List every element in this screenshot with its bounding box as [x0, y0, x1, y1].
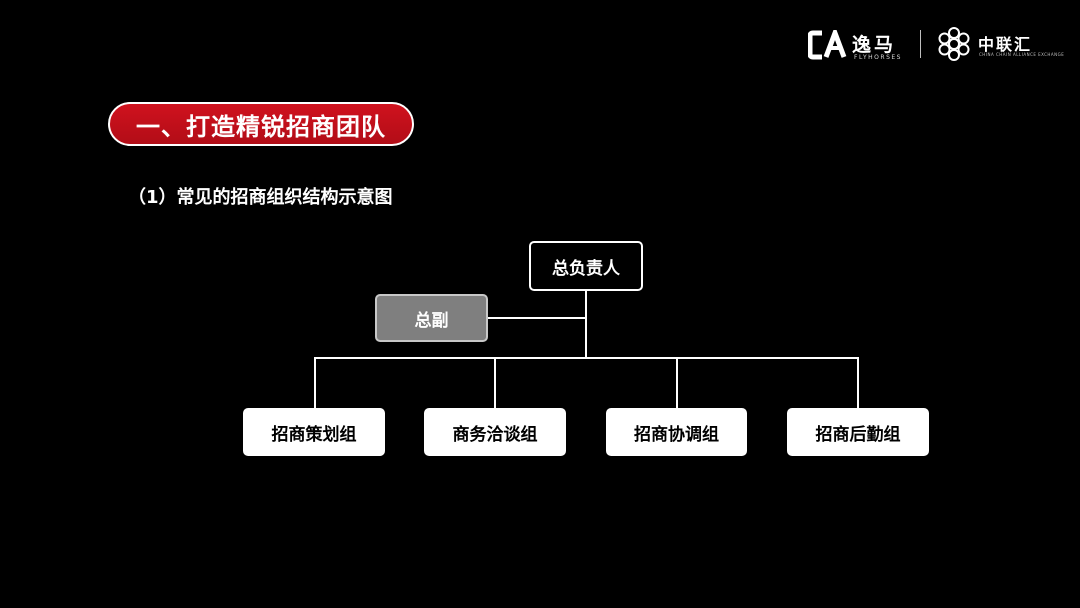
hexagon-cluster-icon: [938, 27, 970, 61]
yima-emblem-icon: [808, 30, 847, 60]
group-4-connector: [857, 357, 859, 408]
deputy-connector: [487, 317, 586, 319]
deputy-node: 总副: [375, 294, 488, 342]
section-subtitle: （1）常见的招商组织结构示意图: [128, 187, 393, 208]
yima-logo-text: 逸马: [852, 34, 897, 56]
group-3-connector: [676, 357, 678, 408]
zhonglianhui-logo: 中联汇 CHINA CHAIN ALLIANCE EXCHANGE: [936, 26, 1064, 62]
zhonglianhui-logo-text: 中联汇: [978, 35, 1033, 54]
group-2-connector: [494, 357, 496, 408]
group-node: 商务洽谈组: [424, 408, 566, 456]
group-node: 招商后勤组: [787, 408, 929, 456]
logo-divider: [920, 30, 921, 58]
root-node: 总负责人: [529, 241, 643, 291]
group-node: 招商协调组: [606, 408, 747, 456]
root-vertical-connector: [585, 289, 587, 358]
yima-logo: 逸马 FLYHORSES: [808, 28, 908, 62]
yima-logo-subtext: FLYHORSES: [854, 54, 902, 61]
group-1-connector: [314, 357, 316, 408]
group-node: 招商策划组: [243, 408, 385, 456]
section-title: 一、打造精锐招商团队: [108, 102, 414, 146]
horizontal-connector: [314, 357, 859, 359]
zhonglianhui-logo-subtext: CHINA CHAIN ALLIANCE EXCHANGE: [979, 52, 1065, 57]
